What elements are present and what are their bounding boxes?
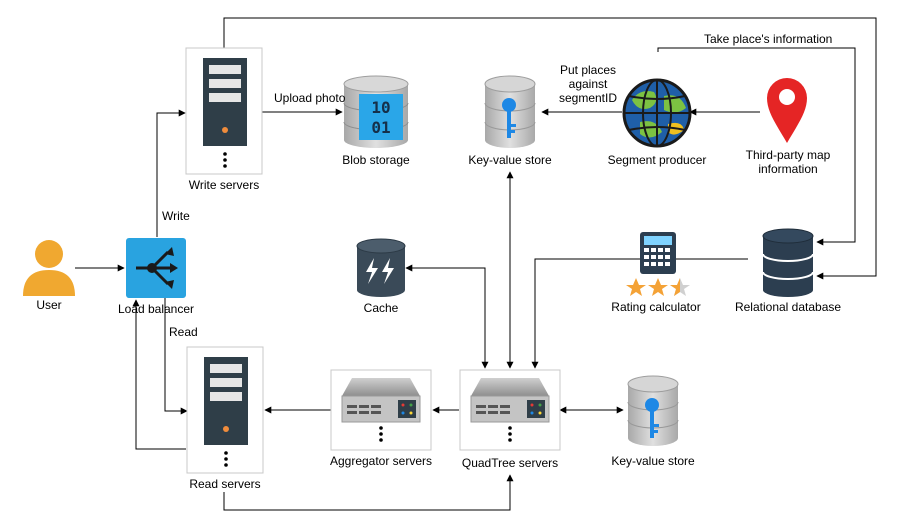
user-icon: [23, 240, 75, 296]
edge-label-read: Read: [169, 325, 198, 339]
read-servers-label: Read servers: [189, 477, 261, 491]
quadtree-servers-icon: [459, 369, 561, 451]
key-value-store-top-icon: [484, 75, 536, 148]
key-value-store-bottom-label: Key-value store: [611, 454, 695, 468]
map-pin-icon: [767, 78, 807, 143]
svg-text:01: 01: [371, 118, 390, 137]
load-balancer-icon: [126, 238, 186, 298]
blob-storage-label: Blob storage: [342, 153, 410, 167]
blob-storage-icon: 10 01: [343, 75, 409, 148]
read-servers-icon: [186, 346, 264, 474]
load-balancer-label: Load balancer: [117, 302, 195, 316]
edge-label-write: Write: [162, 209, 190, 223]
cache-icon: [356, 238, 406, 297]
edge-label-upload-photo: Upload photo: [274, 91, 346, 105]
connectors: [75, 17, 877, 511]
cache-label: Cache: [363, 301, 399, 315]
rating-stars-icon: [626, 278, 690, 296]
segment-producer-label: Segment producer: [607, 153, 707, 167]
write-servers-icon: [185, 47, 263, 175]
user-label: User: [36, 298, 62, 312]
edge-db-to-quadtree: [531, 258, 748, 369]
calculator-icon: [640, 232, 676, 274]
relational-database-label: Relational database: [734, 300, 842, 314]
edge-segment-to-db: [657, 47, 856, 246]
svg-text:10: 10: [371, 98, 390, 117]
aggregator-servers-label: Aggregator servers: [329, 454, 433, 468]
edge-lb-to-write: [156, 109, 186, 237]
relational-database-icon: [762, 228, 814, 297]
write-servers-label: Write servers: [188, 178, 260, 192]
edge-read-to-quadtree: [223, 474, 514, 511]
key-value-store-bottom-icon: [627, 375, 679, 446]
edge-label-take-place-info: Take place's information: [704, 32, 833, 46]
globe-icon: [622, 78, 692, 148]
key-value-store-top-label: Key-value store: [468, 153, 552, 167]
third-party-map-label: Third-party map information: [745, 148, 831, 176]
edge-label-put-places: Put places against segmentID: [558, 63, 618, 105]
edge-cache-quadtree: [405, 264, 489, 369]
edge-lb-to-read: [164, 297, 188, 415]
rating-calculator-label: Rating calculator: [611, 300, 701, 314]
edge-write-to-db: [223, 17, 877, 280]
aggregator-servers-icon: [330, 369, 432, 451]
quadtree-servers-label: QuadTree servers: [461, 456, 559, 470]
edge-read-to-lb: [132, 299, 186, 450]
